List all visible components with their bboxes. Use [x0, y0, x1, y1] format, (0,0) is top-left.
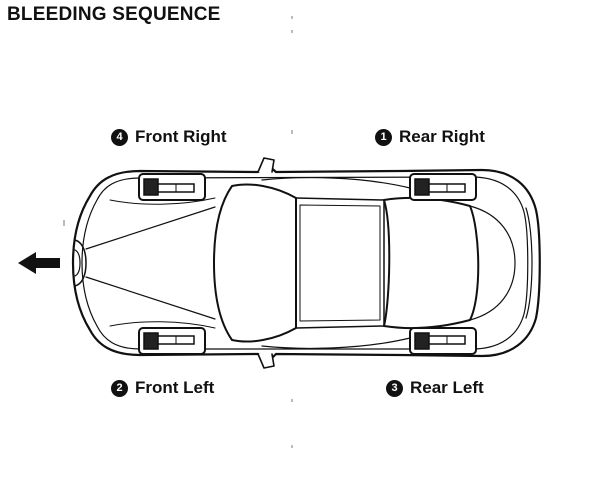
- front-left-wheel: [138, 327, 206, 355]
- rear-right-label: 1 Rear Right: [375, 127, 485, 147]
- car-top-view-icon: [71, 157, 541, 369]
- brake-caliper-icon: [138, 173, 477, 355]
- step-number-badge: 4: [111, 128, 128, 146]
- page-title: BLEEDING SEQUENCE: [7, 4, 221, 25]
- rear-right-wheel: [409, 173, 477, 201]
- left-arrow-icon: [18, 252, 60, 274]
- step-number-badge: 3: [386, 379, 403, 397]
- rear-right-text: Rear Right: [399, 127, 485, 146]
- front-left-text: Front Left: [135, 378, 215, 397]
- rear-left-label: 3 Rear Left: [386, 378, 484, 398]
- step-number-badge: 2: [111, 379, 128, 397]
- front-right-label: 4 Front Right: [111, 127, 227, 147]
- step-number-badge: 1: [375, 128, 392, 146]
- front-right-wheel: [138, 173, 206, 201]
- rear-left-text: Rear Left: [410, 378, 484, 397]
- front-right-text: Front Right: [135, 127, 227, 146]
- rear-left-wheel: [409, 327, 477, 355]
- front-left-label: 2 Front Left: [111, 378, 214, 398]
- fold-marks: [63, 16, 293, 448]
